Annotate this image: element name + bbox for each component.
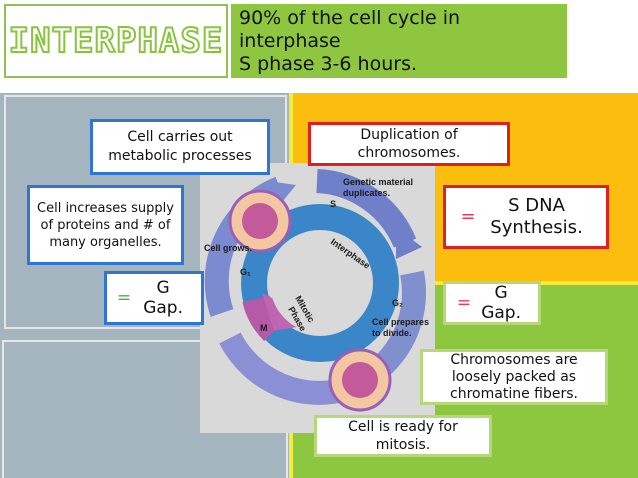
metabolic-callout: Cell carries out metabolic processes [90, 119, 270, 175]
proteins-text: Cell increases supply of proteins and # … [37, 200, 174, 250]
label-genetic: Genetic material [343, 177, 413, 187]
info-line: interphase [239, 30, 341, 52]
cell-cycle-svg: Genetic material duplicates. S Cell grow… [200, 163, 435, 433]
g1-callout: = G Gap. [104, 271, 204, 325]
ready-callout: Cell is ready for mitosis. [314, 415, 492, 457]
proteins-callout: Cell increases supply of proteins and # … [27, 185, 184, 265]
mitotic-ring [242, 295, 285, 341]
label-g2: G₂ [392, 298, 403, 308]
ring-center [270, 233, 370, 333]
info-line: 90% of the cell cycle in [239, 7, 461, 29]
chromosomes-callout: Chromosomes are loosely packed as chroma… [420, 349, 608, 405]
label-grows: Cell grows. [204, 243, 252, 253]
s-arrowhead [396, 227, 422, 259]
g2-equals: = [456, 293, 472, 313]
cell-cycle-diagram: Genetic material duplicates. S Cell grow… [200, 163, 435, 433]
duplication-callout: Duplication of chromosomes. [308, 122, 510, 166]
ready-text: Cell is ready for mitosis. [348, 419, 458, 453]
label-prepares: Cell prepares [372, 317, 429, 327]
interphase-ring [241, 204, 399, 362]
cell-g2-nucleus [342, 362, 378, 398]
s-phase-text: S DNA Synthesis. [490, 195, 583, 238]
g2-gap-text: G Gap. [481, 283, 522, 323]
g1-equals: = [116, 288, 132, 308]
duplication-text: Duplication of chromosomes. [357, 127, 461, 161]
title-box: INTERPHASE [4, 4, 228, 78]
s-phase-callout: = S DNA Synthesis. [443, 185, 609, 249]
metabolic-text: Cell carries out metabolic processes [108, 129, 252, 164]
label-divide: to divide. [372, 328, 412, 338]
label-m: M [260, 323, 268, 333]
cell-g1-nucleus [242, 203, 278, 239]
g1-gap-text: G Gap. [143, 278, 184, 318]
chromosomes-text: Chromosomes are loosely packed as chroma… [450, 351, 578, 402]
s-equals: = [460, 206, 476, 227]
label-g1: G₁ [240, 267, 251, 277]
g2-callout: = G Gap. [443, 281, 541, 325]
slide-title: INTERPHASE [8, 20, 224, 62]
label-s: S [330, 199, 336, 209]
info-line: S phase 3-6 hours. [239, 53, 418, 75]
info-box: 90% of the cell cycle in interphase S ph… [231, 4, 567, 78]
g1-arrowhead [268, 181, 296, 207]
label-duplicates: duplicates. [343, 188, 390, 198]
